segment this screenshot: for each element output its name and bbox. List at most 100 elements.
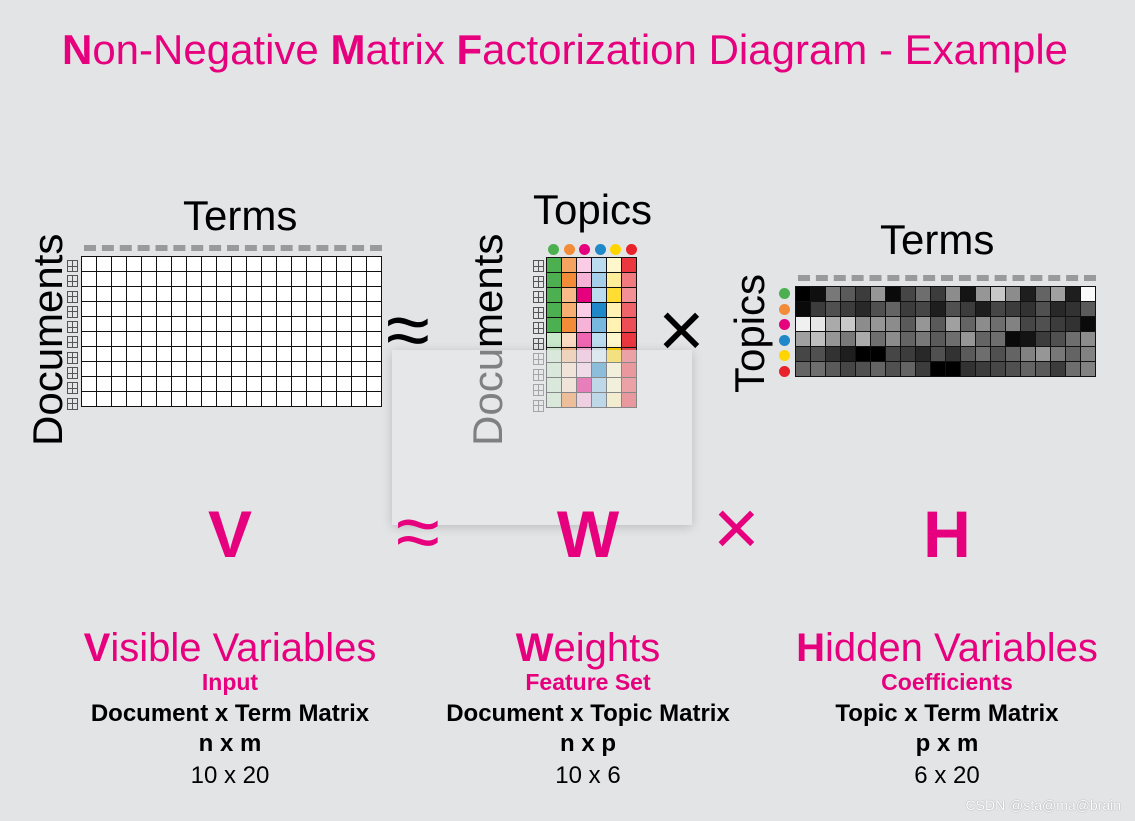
w-cell xyxy=(606,272,622,288)
v-description: Visible Variables Input Document x Term … xyxy=(40,626,420,790)
h-cell xyxy=(960,361,976,377)
h-cell xyxy=(810,361,826,377)
h-cell xyxy=(795,301,811,317)
w-cell xyxy=(546,302,562,318)
h-cell xyxy=(915,316,931,332)
v-cell xyxy=(231,256,247,272)
v-subheading: Input xyxy=(201,669,259,695)
v-cell xyxy=(321,376,337,392)
v-cell xyxy=(111,346,127,362)
v-cell xyxy=(111,316,127,332)
h-cell xyxy=(1065,331,1081,347)
v-cell xyxy=(306,376,322,392)
v-cell xyxy=(156,286,172,302)
v-cell xyxy=(126,301,142,317)
h-cell xyxy=(975,346,991,362)
v-cell xyxy=(246,376,262,392)
w-cell xyxy=(546,272,562,288)
h-cell xyxy=(990,331,1006,347)
v-cell xyxy=(306,346,322,362)
h-cell xyxy=(825,331,841,347)
v-cell xyxy=(336,376,352,392)
v-cell xyxy=(261,271,277,287)
v-cell xyxy=(246,316,262,332)
v-cell xyxy=(171,331,187,347)
v-cell xyxy=(141,271,157,287)
h-matrix-type: Topic x Term Matrix xyxy=(835,700,1059,727)
v-cell xyxy=(156,391,172,407)
w-cell xyxy=(621,272,637,288)
w-cell xyxy=(561,272,577,288)
topic-color-dot xyxy=(594,244,606,255)
v-cell xyxy=(291,286,307,302)
h-cell xyxy=(915,286,931,302)
h-cell xyxy=(870,316,886,332)
h-terms-label: Terms xyxy=(880,216,995,263)
h-cell xyxy=(975,286,991,302)
h-cell xyxy=(855,286,871,302)
v-cell xyxy=(216,256,232,272)
h-cell xyxy=(810,301,826,317)
v-cell xyxy=(321,316,337,332)
document-row-icon xyxy=(67,336,78,349)
letter-w: W xyxy=(556,497,620,571)
w-cell xyxy=(606,302,622,318)
v-cell xyxy=(141,301,157,317)
v-cell xyxy=(111,391,127,407)
v-cell xyxy=(171,286,187,302)
v-cell xyxy=(351,271,367,287)
v-cell xyxy=(96,391,112,407)
h-cell xyxy=(915,346,931,362)
h-cell xyxy=(885,331,901,347)
document-row-icon xyxy=(67,397,78,410)
h-cell xyxy=(795,286,811,302)
v-cell xyxy=(276,331,292,347)
v-cell xyxy=(351,316,367,332)
w-cell xyxy=(591,317,607,333)
topic-color-dot xyxy=(779,334,790,346)
v-cell xyxy=(156,346,172,362)
h-subheading: Coefficients xyxy=(881,669,1013,695)
v-cell xyxy=(216,316,232,332)
w-matrix-type: Document x Topic Matrix xyxy=(446,700,730,727)
h-matrix-grid xyxy=(795,286,1096,377)
h-cell xyxy=(855,346,871,362)
topic-color-dot xyxy=(779,288,790,299)
v-cell xyxy=(291,316,307,332)
h-cell xyxy=(795,361,811,377)
v-documents-label: Documents xyxy=(24,233,71,446)
w-cell xyxy=(546,287,562,303)
h-cell xyxy=(900,346,916,362)
letter-h: H xyxy=(923,497,971,571)
w-cell xyxy=(591,332,607,348)
w-cell xyxy=(621,332,637,348)
v-cell xyxy=(216,376,232,392)
h-cell xyxy=(1020,331,1036,347)
v-cell xyxy=(111,361,127,377)
v-cell xyxy=(216,346,232,362)
h-cell xyxy=(855,331,871,347)
v-cell xyxy=(261,361,277,377)
w-dims: n x p xyxy=(559,730,616,757)
v-cell xyxy=(141,361,157,377)
v-cell xyxy=(96,331,112,347)
document-row-icon xyxy=(67,321,78,334)
v-cell xyxy=(141,391,157,407)
v-cell xyxy=(276,271,292,287)
v-cell xyxy=(306,256,322,272)
document-row-icon xyxy=(67,351,78,364)
w-cell xyxy=(621,257,637,273)
v-cell xyxy=(81,271,97,287)
v-cell xyxy=(201,301,217,317)
topic-color-dot xyxy=(625,244,637,255)
h-cell xyxy=(945,331,961,347)
h-cell xyxy=(1065,361,1081,377)
v-cell xyxy=(96,256,112,272)
document-row-icon xyxy=(533,337,544,350)
v-cell xyxy=(81,376,97,392)
h-cell xyxy=(885,316,901,332)
v-cell xyxy=(201,271,217,287)
v-cell xyxy=(171,346,187,362)
v-cell xyxy=(261,256,277,272)
w-description: Weights Feature Set Document x Topic Mat… xyxy=(398,626,778,790)
